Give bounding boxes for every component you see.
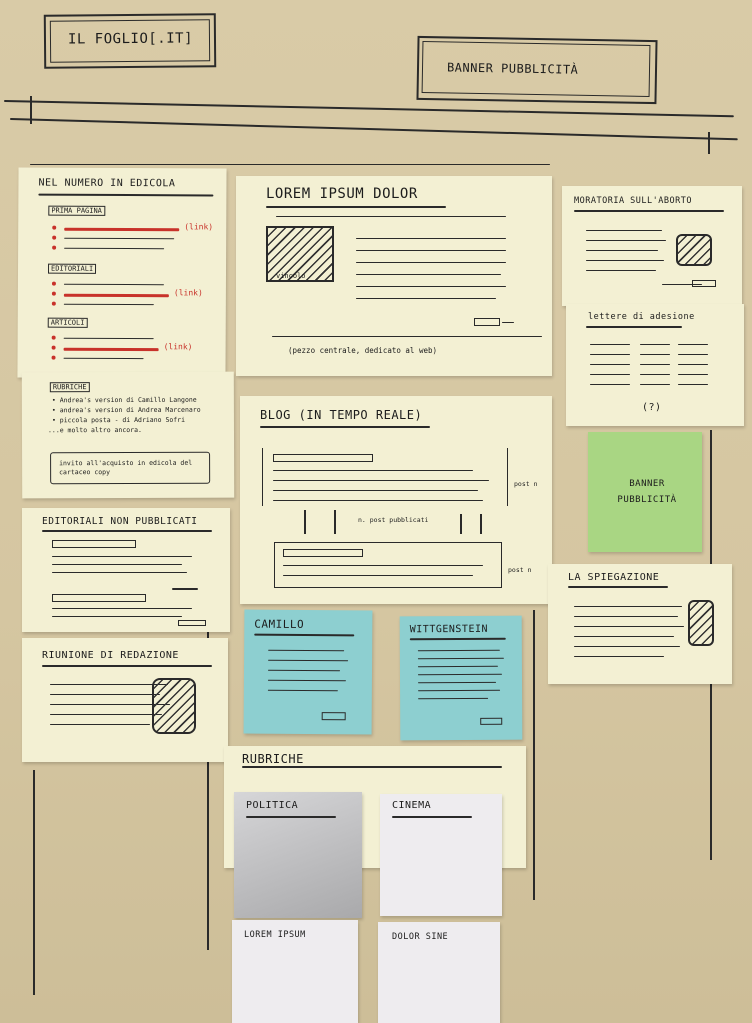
moratoria-note[interactable]: MORATORIA SULL'ABORTO: [562, 186, 742, 306]
rubriche-item-4: ...e molto altro ancora.: [47, 425, 142, 435]
rubrica-card-dolor[interactable]: DOLOR SINE: [378, 922, 500, 1023]
editoriali-tag: EDITORIALI: [47, 263, 97, 274]
lead-more-button[interactable]: [474, 318, 500, 326]
editoriali-title: EDITORIALI NON PUBBLICATI: [42, 516, 198, 527]
buy-print-text: invito all'acquisto in edicola del carta…: [59, 458, 193, 477]
riunione-title: RIUNIONE DI REDAZIONE: [42, 650, 179, 661]
camillo-note[interactable]: CAMILLO: [243, 609, 373, 735]
camillo-title: CAMILLO: [254, 617, 305, 631]
rubriche-note[interactable]: RUBRICHE • Andrea's version di Camillo L…: [21, 371, 235, 499]
rubrica-card-cinema-title: CINEMA: [392, 800, 432, 811]
wittgenstein-title: WITTGENSTEIN: [409, 623, 489, 636]
rubrica-card-cinema[interactable]: CINEMA: [380, 794, 502, 916]
blog-note[interactable]: BLOG (IN TEMPO REALE) post n n. post pub…: [240, 396, 552, 604]
banner-note-text: BANNER PUBBLICITÀ: [617, 479, 677, 505]
lead-image: [266, 226, 334, 282]
prima-pagina-tag: PRIMA PAGINA: [48, 205, 105, 216]
logo-text: IL FOGLIO[.it]: [67, 30, 194, 48]
rubrica-card-lorem-title: LOREM IPSUM: [244, 930, 306, 940]
blog-post-label-bottom: post n: [508, 566, 532, 574]
column-guide-mid: [207, 630, 209, 950]
moratoria-image: [676, 234, 712, 266]
editoriali-note[interactable]: EDITORIALI NON PUBBLICATI: [22, 508, 230, 632]
column-guide-left: [33, 770, 35, 995]
link-3[interactable]: (link): [163, 342, 193, 352]
column-guide-right: [533, 610, 535, 900]
riunione-image: [152, 678, 196, 734]
lettere-title: lettere di adesione: [588, 312, 695, 322]
link-1[interactable]: (link): [184, 222, 214, 232]
articoli-tag: ARTICOLI: [47, 317, 88, 328]
lead-title: LOREM IPSUM DOLOR: [266, 186, 418, 202]
lead-note[interactable]: LOREM IPSUM DOLOR vincolo (pezzo central…: [236, 176, 552, 376]
blog-post-top[interactable]: [262, 448, 508, 506]
rubrica-card-politica-title: POLITICA: [246, 800, 299, 811]
rubriche-item-1: • Andrea's version di Camillo Langone: [51, 395, 197, 405]
spiegazione-title: LA SPIEGAZIONE: [568, 572, 660, 583]
rubriche-tag: RUBRICHE: [49, 382, 90, 393]
rubrica-card-politica[interactable]: POLITICA: [234, 792, 362, 918]
issue-note[interactable]: NEL NUMERO IN EDICOLA PRIMA PAGINA (link…: [17, 167, 227, 379]
blog-middle-label: n. post pubblicati: [358, 516, 429, 524]
riunione-note[interactable]: RIUNIONE DI REDAZIONE: [22, 638, 228, 762]
header-banner[interactable]: BANNER PUBBLICITÀ: [416, 35, 658, 105]
wittgenstein-note[interactable]: WITTGENSTEIN: [399, 615, 523, 741]
blog-post-bottom[interactable]: [274, 542, 502, 588]
moratoria-title: MORATORIA SULL'ABORTO: [574, 196, 692, 206]
nav-bar[interactable]: [3, 96, 744, 154]
blog-post-label-top: post n: [514, 480, 538, 488]
issue-title: NEL NUMERO IN EDICOLA: [38, 177, 176, 190]
spiegazione-note[interactable]: LA SPIEGAZIONE: [548, 564, 732, 684]
lead-caption: (pezzo centrale, dedicato al web): [288, 346, 438, 355]
rubrica-card-lorem[interactable]: LOREM IPSUM: [232, 920, 358, 1023]
rubrica-card-dolor-title: DOLOR SINE: [392, 932, 449, 942]
banner-note[interactable]: BANNER PUBBLICITÀ: [588, 432, 702, 552]
blog-title: BLOG (IN TEMPO REALE): [260, 408, 423, 422]
lettere-note[interactable]: lettere di adesione (?): [566, 304, 744, 426]
buy-print-box[interactable]: invito all'acquisto in edicola del carta…: [50, 451, 211, 485]
logo-box[interactable]: IL FOGLIO[.it]: [43, 13, 217, 69]
lettere-question: (?): [642, 402, 662, 413]
rubriche-item-3: • piccola posta - di Adriano Sofri: [51, 415, 186, 425]
lead-image-label: vincolo: [276, 272, 306, 280]
spiegazione-image: [688, 600, 714, 646]
header-banner-text: BANNER PUBBLICITÀ: [446, 60, 579, 77]
rubriche-item-2: • andrea's version di Andrea Marcenaro: [51, 405, 201, 415]
top-guide: [30, 164, 550, 165]
link-2[interactable]: (link): [173, 288, 203, 298]
rubriche-section-title: RUBRICHE: [242, 752, 304, 766]
